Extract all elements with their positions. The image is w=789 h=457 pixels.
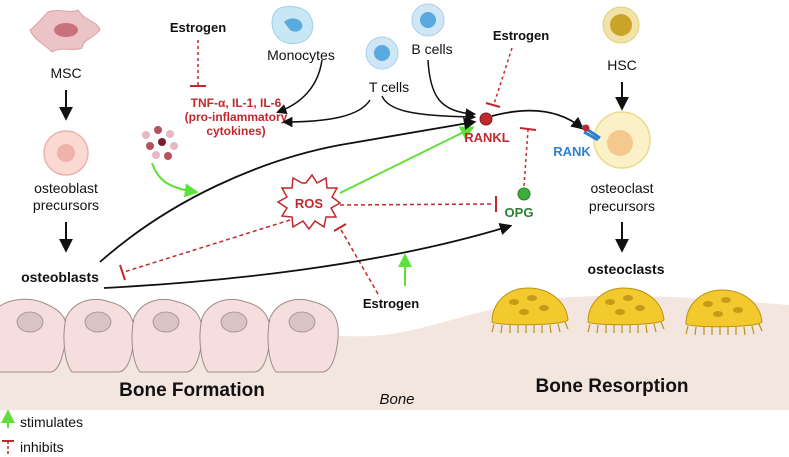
osteoblast-precursors-label-2: precursors <box>33 197 99 213</box>
arrow-tcells-to-rankl <box>381 95 477 123</box>
legend: stimulates inhibits <box>0 409 83 456</box>
ros-burst <box>276 173 342 231</box>
inhibit-estrogen-to-rankl <box>493 47 513 105</box>
legend-stimulates-label: stimulates <box>20 414 83 430</box>
osteoclast-cell <box>587 287 665 334</box>
bone-label: Bone <box>379 391 414 408</box>
osteoclast-cell <box>685 289 763 336</box>
cytokines-label-3: cytokines) <box>206 124 265 138</box>
arrow-tcells-to-cytokines <box>281 99 371 128</box>
t-cell <box>365 36 399 70</box>
b-cells-label: B cells <box>411 41 452 57</box>
cytokines-label-2: (pro-inflammatory <box>185 110 288 124</box>
osteoblast-lining-cells <box>0 298 339 373</box>
opg-molecule <box>517 187 531 201</box>
osteoblast-cell <box>131 298 203 373</box>
cytokine-particles <box>142 126 178 160</box>
arrow-osteoblasts-to-rankl <box>99 117 477 263</box>
ros-label: ROS <box>295 196 324 211</box>
estrogen-top-label: Estrogen <box>170 20 226 35</box>
arrow-monocytes-to-cytokines <box>276 59 323 115</box>
osteoblast-precursor-cell <box>43 130 89 176</box>
osteoblast-cell <box>63 298 135 373</box>
arrow-bcells-to-rankl <box>427 59 477 119</box>
cytokines-label-1: TNF-α, IL-1, IL-6 <box>191 96 282 110</box>
arrow-osteoblasts-to-opg <box>103 222 513 289</box>
hsc-label: HSC <box>607 57 637 73</box>
msc-cell <box>29 9 101 53</box>
rank-receptor <box>581 124 601 142</box>
inhibit-bar <box>333 223 347 232</box>
b-cell <box>411 3 445 37</box>
rankl-ligand <box>479 112 493 126</box>
stimulate-cytokines-to-ros <box>151 162 199 198</box>
osteoblast-cell <box>0 298 68 373</box>
inhibit-bar <box>119 264 126 281</box>
osteoblasts-label: osteoblasts <box>21 269 99 285</box>
inhibit-opg-to-rankl <box>523 129 529 187</box>
hsc-cell <box>602 6 640 44</box>
osteoclast-precursors-label-2: precursors <box>589 198 655 214</box>
osteoclasts-label: osteoclasts <box>587 261 664 277</box>
osteoblast-cell <box>267 298 339 373</box>
inhibit-ros-to-opg <box>339 203 495 206</box>
stimulate-ros-to-rankl <box>339 126 475 194</box>
msc-label: MSC <box>50 65 81 81</box>
monocytes-label: Monocytes <box>267 47 335 63</box>
osteoclast-precursor-cell <box>593 111 651 169</box>
rankl-label: RANKL <box>464 130 510 145</box>
bone-resorption-label: Bone Resorption <box>535 376 688 397</box>
inhibit-ros-to-osteoblasts <box>123 219 291 273</box>
osteoblast-cell <box>199 298 271 373</box>
inhibit-bar <box>519 127 537 131</box>
bone-formation-label: Bone Formation <box>119 380 265 401</box>
osteoblast-precursors-label-1: osteoblast <box>34 180 98 196</box>
t-cells-label: T cells <box>369 79 409 95</box>
legend-inhibits-label: inhibits <box>20 439 64 455</box>
rank-label: RANK <box>553 144 591 159</box>
estrogen-bottom-label: Estrogen <box>363 296 419 311</box>
monocyte-cell <box>271 5 314 45</box>
osteoclast-cell <box>491 287 569 334</box>
inhibit-bar <box>485 102 501 108</box>
arrow-rankl-to-rank <box>491 109 584 130</box>
estrogen-right-label: Estrogen <box>493 28 549 43</box>
osteoclast-precursors-label-1: osteoclast <box>590 180 653 196</box>
opg-label: OPG <box>505 205 534 220</box>
